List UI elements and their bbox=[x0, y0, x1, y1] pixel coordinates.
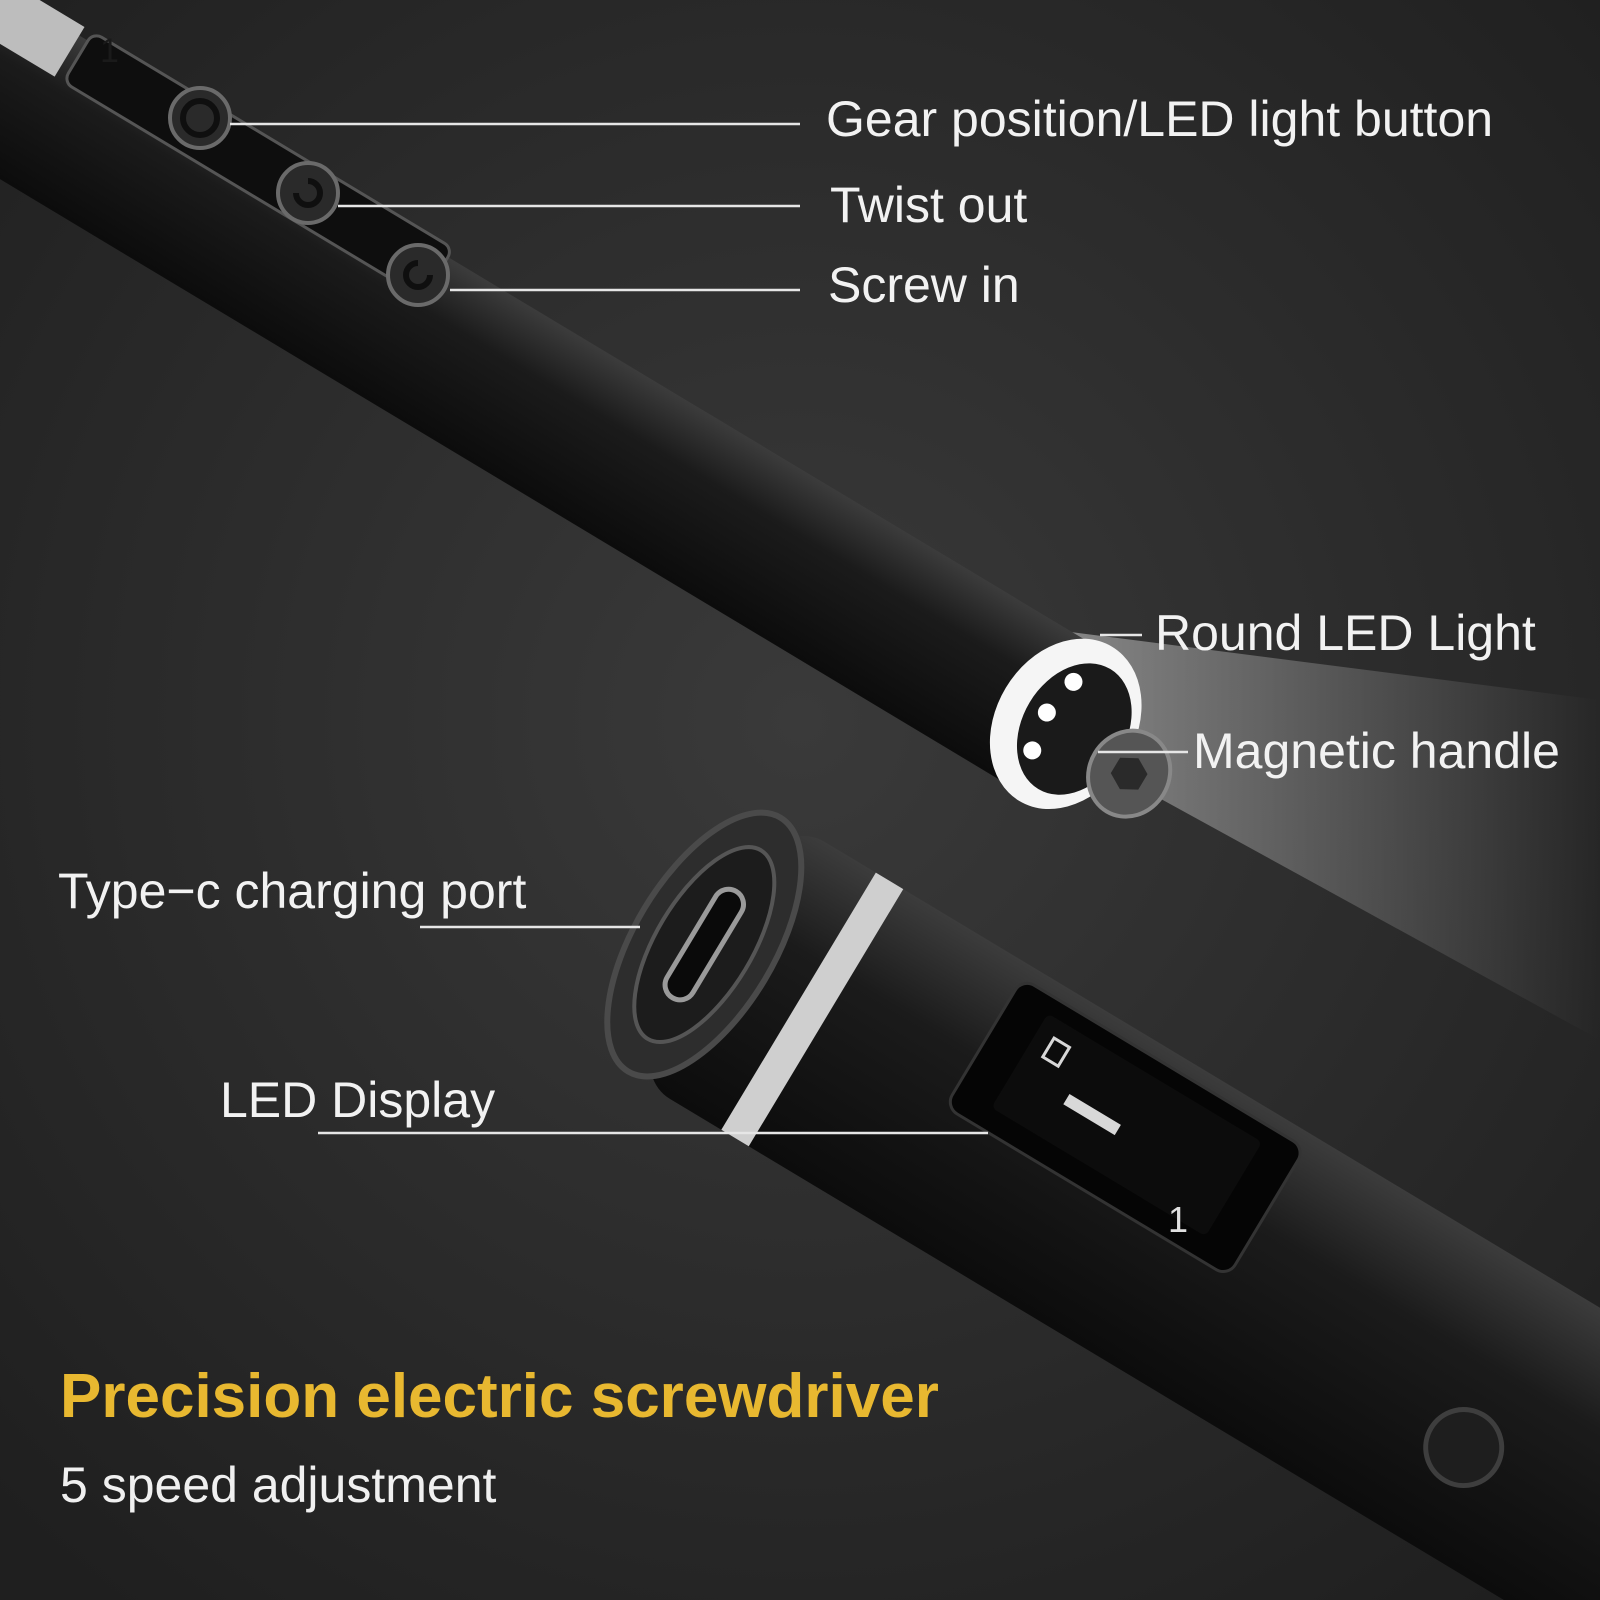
rotate-cw-icon bbox=[403, 260, 433, 290]
lower-screwdriver bbox=[604, 809, 1600, 1600]
twist-out-button bbox=[276, 161, 340, 225]
callout-round-led: Round LED Light bbox=[1155, 605, 1536, 661]
led-dot bbox=[1037, 703, 1056, 722]
callout-magnetic-handle: Magnetic handle bbox=[1193, 723, 1560, 779]
silver-band bbox=[721, 872, 904, 1147]
hex-socket-icon bbox=[1110, 757, 1148, 790]
top-display-window bbox=[0, 0, 85, 77]
battery-icon bbox=[1040, 1036, 1072, 1069]
led-display-screen bbox=[993, 1015, 1260, 1235]
type-c-port-icon bbox=[662, 886, 746, 1003]
product-subtitle: 5 speed adjustment bbox=[60, 1457, 497, 1513]
power-button bbox=[1423, 1407, 1505, 1489]
rotate-ccw-icon bbox=[293, 178, 323, 208]
screw-icon bbox=[1063, 1093, 1121, 1136]
callout-twist-out: Twist out bbox=[830, 177, 1028, 233]
lower-display-digit: 1 bbox=[1168, 1199, 1188, 1240]
callout-screw-in: Screw in bbox=[828, 257, 1020, 313]
callout-led-display: LED Display bbox=[220, 1072, 496, 1128]
led-dot bbox=[1023, 741, 1042, 760]
product-title: Precision electric screwdriver bbox=[60, 1362, 939, 1431]
callout-type-c-port: Type−c charging port bbox=[58, 863, 527, 919]
light-beam bbox=[1055, 630, 1600, 1040]
callout-gear-button: Gear position/LED light button bbox=[826, 91, 1494, 147]
top-display-digit: 1 bbox=[100, 32, 119, 70]
gear-button bbox=[168, 86, 232, 150]
led-dot bbox=[1064, 672, 1083, 691]
screw-in-button bbox=[386, 243, 450, 307]
upper-body bbox=[0, 0, 1097, 783]
